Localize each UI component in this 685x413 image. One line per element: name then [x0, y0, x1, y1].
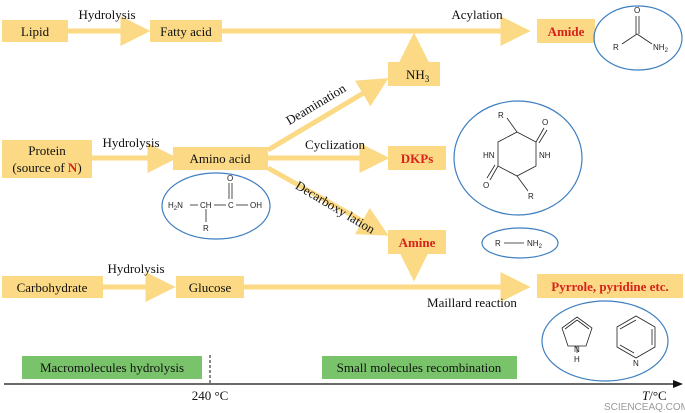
pyrrole-n-label: N — [574, 345, 580, 354]
node-pyrrole: Pyrrole, pyridine etc. — [551, 279, 668, 294]
phase-recombination-label: Small molecules recombination — [337, 360, 502, 375]
aa-r-label: R — [203, 224, 209, 233]
node-glucose: Glucose — [189, 280, 232, 295]
heterocycle-structure-ellipse — [541, 300, 669, 382]
amine-r-label: R — [495, 239, 501, 248]
edge-decarboxylation: Decarboxy lation — [293, 178, 378, 237]
node-pyrrole-box — [537, 274, 683, 298]
node-nh3-box — [388, 62, 440, 86]
node-fattyacid-box — [150, 20, 222, 42]
amide-o-label: O — [634, 6, 640, 15]
pyridine-n-label: N — [633, 359, 639, 368]
amine-nh2-label: NH2 — [527, 239, 543, 250]
node-carbohydrate-box — [2, 276, 103, 298]
aa-o-label: O — [227, 174, 233, 183]
edge-maillard: Maillard reaction — [427, 295, 517, 310]
aminoacid-structure-ellipse — [161, 172, 271, 240]
amide-nh2-label: NH2 — [653, 43, 669, 54]
node-amide: Amide — [548, 24, 585, 39]
edge-hydrolysis-protein: Hydrolysis — [102, 135, 159, 150]
node-nh3: NH3 — [406, 67, 430, 84]
temp-240-label: 240 °C — [192, 388, 229, 403]
amide-structure — [621, 16, 653, 45]
node-lipid-box — [2, 20, 68, 42]
temperature-axis-arrowhead — [673, 380, 683, 388]
edge-acylation: Acylation — [451, 7, 503, 22]
node-glucose-box — [176, 276, 244, 298]
watermark: SCIENCEAQ.COM — [604, 402, 685, 413]
node-dkps-box — [388, 146, 446, 170]
pyrrole-structure — [561, 316, 593, 353]
node-aminoacid: Amino acid — [189, 151, 251, 166]
aa-c-label: C — [228, 201, 234, 210]
dkp-structure-ellipse — [453, 100, 583, 216]
node-protein-line2: (source of N) — [12, 160, 81, 175]
dkp-o-top-label: O — [542, 118, 548, 127]
node-amine: Amine — [399, 235, 436, 250]
amide-structure-ellipse — [593, 5, 683, 71]
node-protein-line1: Protein — [28, 143, 66, 158]
node-amide-box — [537, 19, 595, 43]
temperature-axis-label: T/°C — [642, 388, 667, 403]
dkp-structure — [486, 117, 548, 192]
dkp-r-bottom-label: R — [528, 192, 534, 201]
dkp-o-bottom-label: O — [483, 181, 489, 190]
node-carbohydrate: Carbohydrate — [17, 280, 88, 295]
pyrrole-h-label: H — [574, 355, 580, 364]
arrow-aminoacid-amine — [266, 165, 389, 236]
node-lipid: Lipid — [21, 24, 50, 39]
node-amine-box — [388, 230, 446, 254]
dkp-r-top-label: R — [498, 111, 504, 120]
node-fattyacid: Fatty acid — [160, 24, 212, 39]
aminoacid-structure — [190, 183, 248, 222]
node-protein-box — [2, 140, 92, 178]
phase-hydrolysis-box — [22, 356, 202, 379]
node-aminoacid-box — [173, 147, 268, 170]
arrow-aminoacid-nh3 — [266, 78, 389, 153]
edge-cyclization: Cyclization — [305, 137, 365, 152]
phase-hydrolysis-label: Macromolecules hydrolysis — [40, 360, 184, 375]
edge-hydrolysis-carb: Hydrolysis — [107, 261, 164, 276]
phase-recombination-box — [322, 356, 517, 379]
amine-structure-ellipse — [481, 227, 559, 259]
amide-r-label: R — [613, 43, 619, 52]
aa-h2n-label: H2N — [168, 201, 183, 212]
pyridine-structure — [616, 315, 656, 359]
dkp-nh-label: NH — [539, 151, 551, 160]
dkp-hn-label: HN — [483, 151, 495, 160]
node-dkps: DKPs — [401, 151, 434, 166]
edge-hydrolysis-lipid: Hydrolysis — [78, 7, 135, 22]
aa-oh-label: OH — [250, 201, 262, 210]
aa-ch-label: CH — [200, 201, 212, 210]
